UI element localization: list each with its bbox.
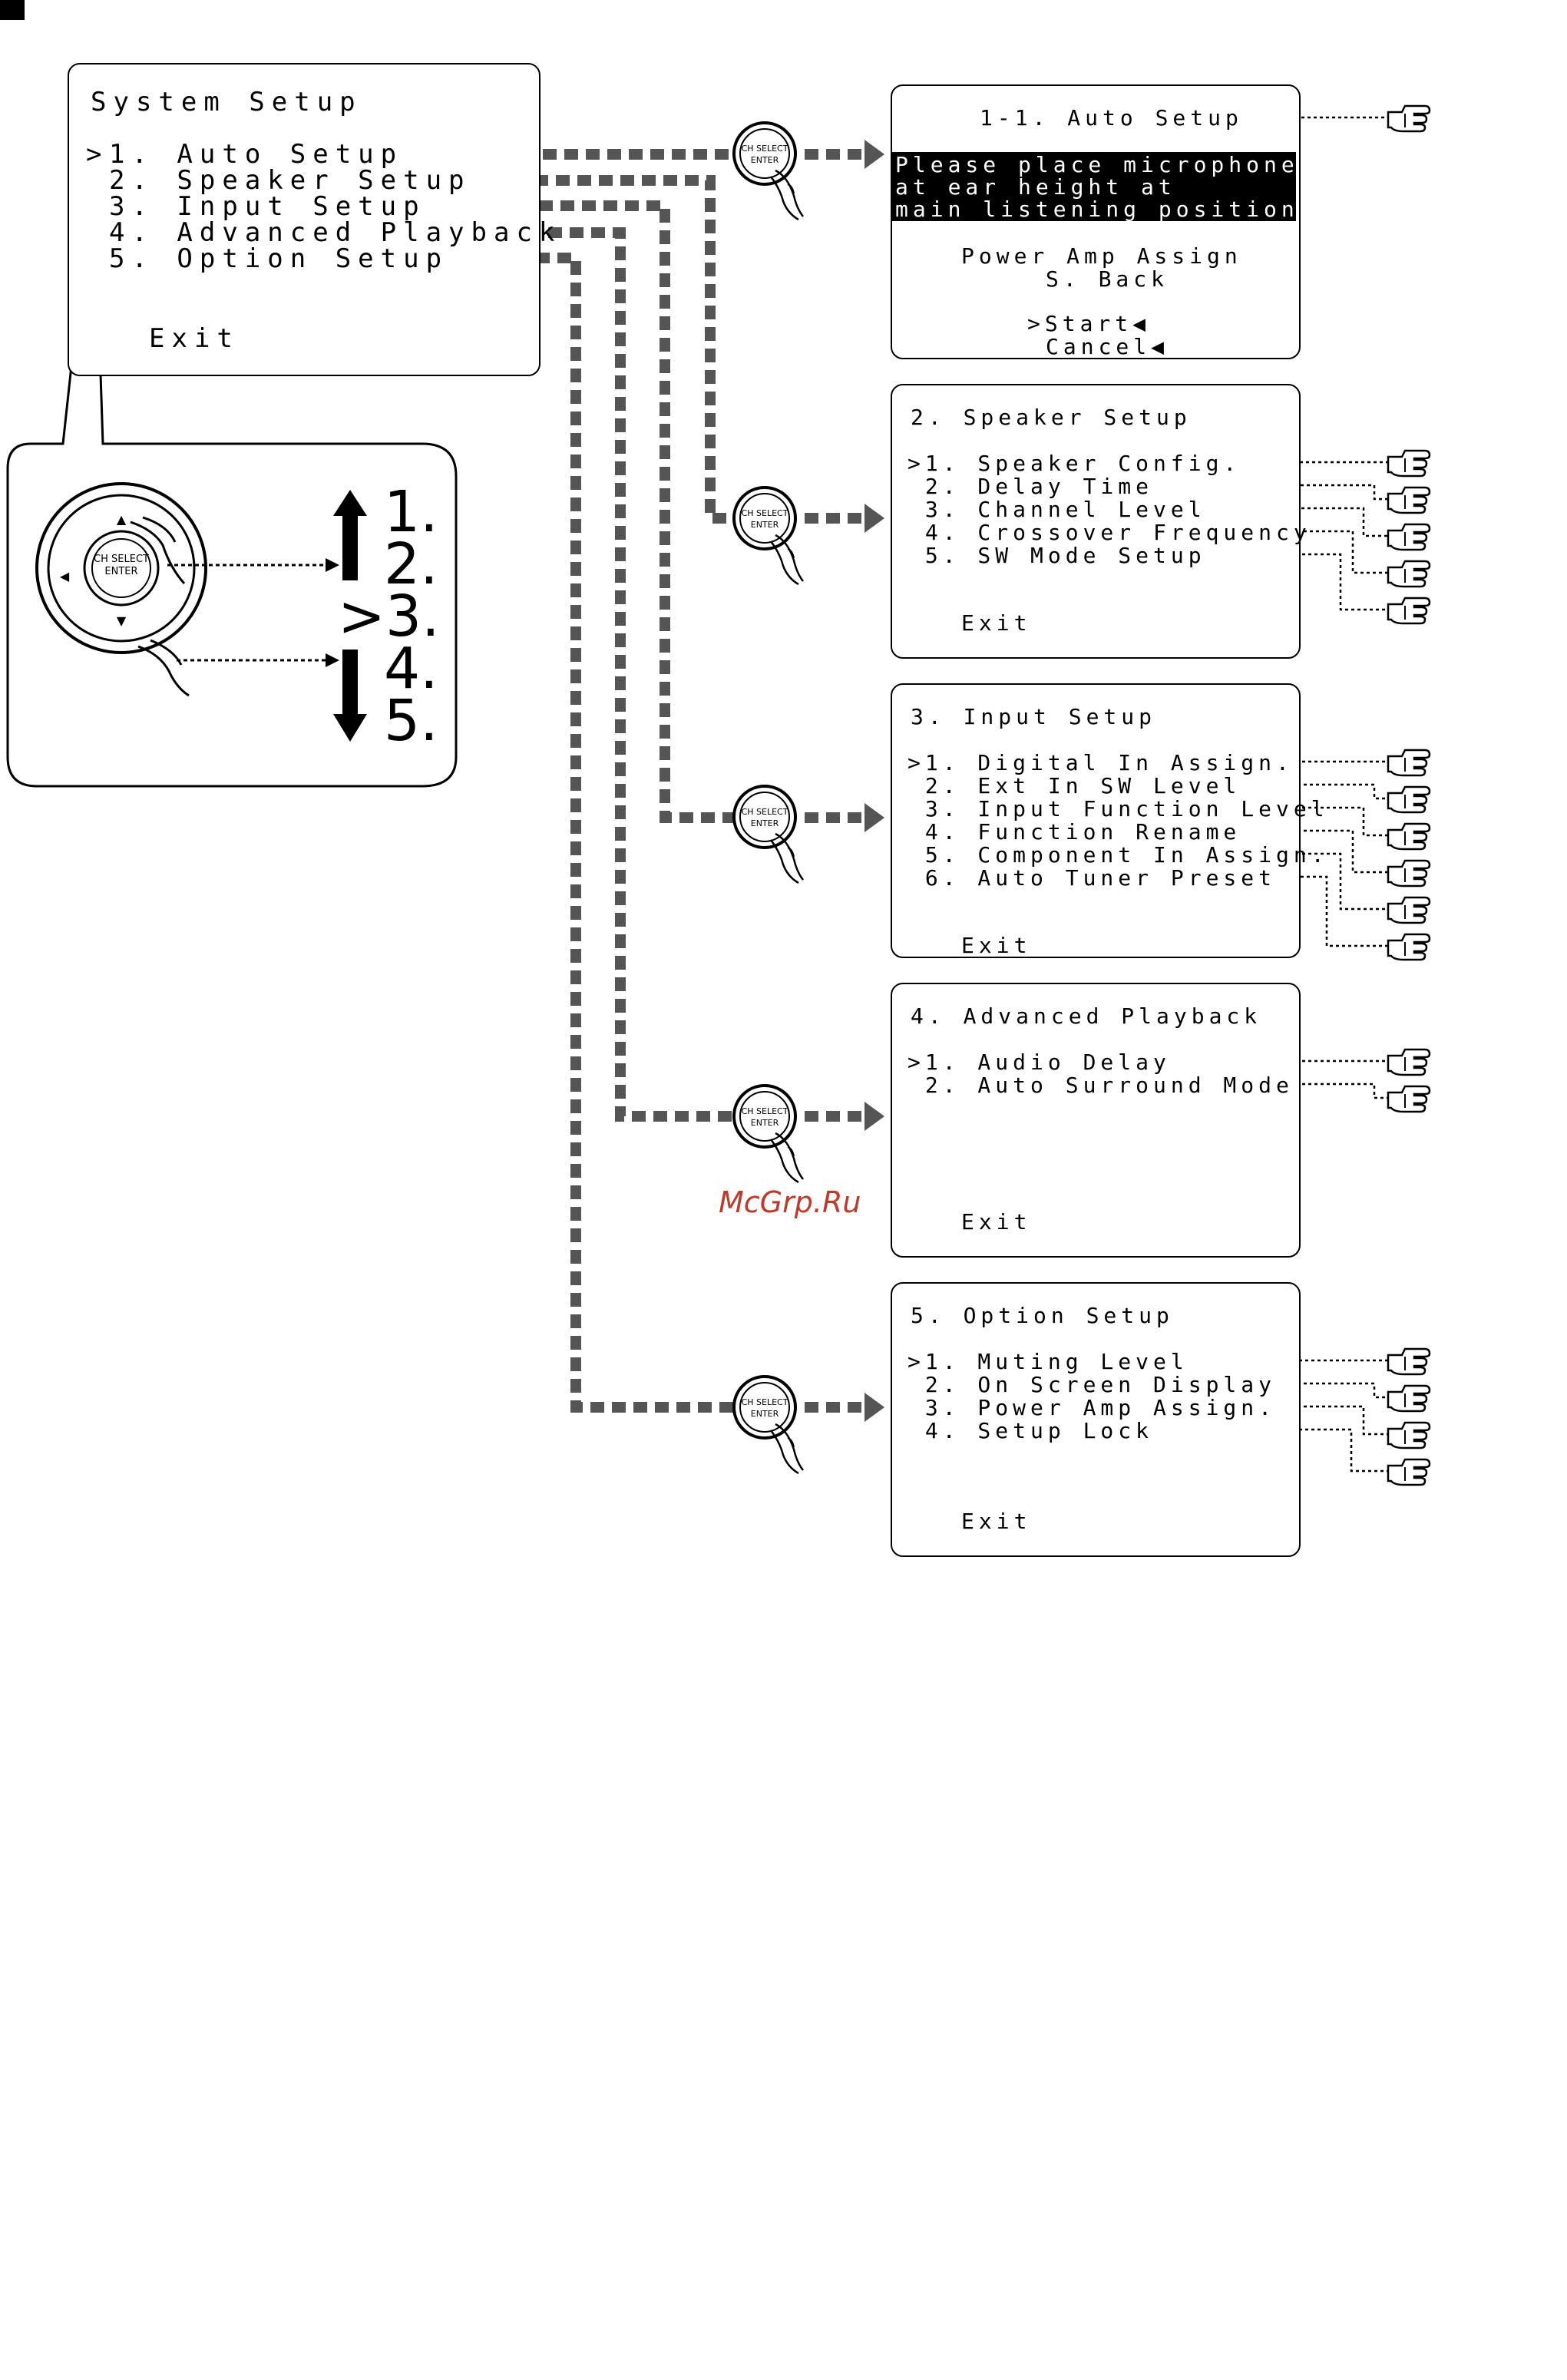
input-function-level-item[interactable]: 3. Input Function Level [907, 796, 1329, 821]
advanced-playback-exit[interactable]: Exit [961, 1209, 1032, 1235]
delay-time-item[interactable]: 2. Delay Time [907, 474, 1154, 499]
auto-setup-message-line-3: main listening position [895, 197, 1299, 222]
menu-item-input-setup[interactable]: 3. Input Setup [109, 191, 426, 222]
menu-item-speaker-setup[interactable]: 2. Speaker Setup [109, 165, 471, 196]
cursor-number-2: 2. [384, 531, 438, 597]
svg-text:▲: ▲ [117, 512, 127, 527]
muting-level-item[interactable]: >1. Muting Level [907, 1349, 1188, 1374]
setup-lock-item[interactable]: 4. Setup Lock [907, 1418, 1154, 1443]
speaker-setup-title: 2. Speaker Setup [911, 405, 1192, 430]
digital-in-assign-item[interactable]: >1. Digital In Assign. [907, 750, 1294, 775]
svg-text:◀: ◀ [60, 569, 70, 583]
down-arrow-icon [333, 650, 367, 742]
auto-surround-mode-item[interactable]: 2. Auto Surround Mode [907, 1073, 1294, 1098]
system-setup-panel [68, 63, 541, 376]
function-rename-item[interactable]: 4. Function Rename [907, 819, 1241, 845]
option-setup-panel [891, 1282, 1301, 1557]
input-setup-exit[interactable]: Exit [961, 933, 1032, 958]
menu-item-advanced-playback[interactable]: 4. Advanced Playback [109, 217, 562, 248]
power-amp-assign-item[interactable]: 3. Power Amp Assign. [907, 1395, 1277, 1420]
auto-setup-message-box [892, 152, 1296, 221]
option-setup-exit[interactable]: Exit [961, 1509, 1032, 1534]
auto-setup-message-line-2: at ear height at [895, 174, 1176, 200]
cancel-option[interactable]: Cancel◀ [1046, 334, 1169, 359]
enter-button-icon-5 [732, 1375, 805, 1475]
watermark: McGrp.Ru [719, 1185, 861, 1219]
channel-level-item[interactable]: 3. Channel Level [907, 497, 1206, 522]
speaker-config-item[interactable]: >1. Speaker Config. [907, 451, 1241, 476]
svg-text:CH SELECT: CH SELECT [94, 554, 149, 565]
svg-text:ENTER: ENTER [104, 566, 137, 577]
enter-button-icon-2 [732, 486, 805, 586]
speaker-setup-exit[interactable]: Exit [961, 610, 1032, 636]
input-setup-panel [891, 683, 1301, 958]
menu-item-auto-setup[interactable]: 1. Auto Setup [109, 139, 404, 170]
cursor-number-4: 4. [384, 636, 438, 702]
pointing-hand-icon [1387, 104, 1431, 1486]
option-setup-title: 5. Option Setup [911, 1303, 1174, 1328]
sw-mode-setup-item[interactable]: 5. SW Mode Setup [907, 543, 1206, 568]
cursor-number-3: >3. [338, 583, 440, 650]
input-setup-title: 3. Input Setup [911, 704, 1157, 729]
enter-button-icon-4 [732, 1084, 805, 1184]
component-in-assign-item[interactable]: 5. Component In Assign. [907, 842, 1329, 868]
auto-tuner-preset-item[interactable]: 6. Auto Tuner Preset [907, 865, 1277, 891]
corner-mark [0, 0, 25, 20]
enter-button-icon-1 [732, 121, 805, 221]
menu-item-option-setup[interactable]: 5. Option Setup [109, 243, 449, 274]
system-setup-exit[interactable]: Exit [149, 323, 240, 354]
system-setup-cursor: > [86, 139, 109, 170]
advanced-playback-title: 4. Advanced Playback [911, 1003, 1262, 1029]
up-arrow-icon [333, 490, 367, 580]
audio-delay-item[interactable]: >1. Audio Delay [907, 1050, 1171, 1075]
cursor-number-5: 5. [384, 688, 438, 754]
speaker-setup-panel [891, 384, 1301, 659]
crossover-frequency-item[interactable]: 4. Crossover Frequency [907, 520, 1311, 545]
start-option[interactable]: >Start◀ [1027, 311, 1151, 336]
svg-text:▼: ▼ [117, 613, 127, 628]
remote-dpad-icon: ENTER CH SELECT ▲ ▼ ◀ [35, 482, 207, 697]
s-back-option[interactable]: S. Back [1046, 266, 1169, 292]
on-screen-display-item[interactable]: 2. On Screen Display [907, 1372, 1277, 1397]
auto-setup-message-line-1: Please place microphone [895, 152, 1299, 177]
system-setup-title: System Setup [91, 87, 362, 117]
cursor-number-1: 1. [384, 479, 438, 545]
advanced-playback-panel [891, 983, 1301, 1258]
ext-in-sw-level-item[interactable]: 2. Ext In SW Level [907, 773, 1241, 798]
auto-setup-title: 1-1. Auto Setup [980, 105, 1243, 131]
power-amp-assign-option[interactable]: Power Amp Assign [961, 243, 1242, 269]
auto-setup-panel [891, 84, 1301, 359]
enter-button-icon-3 [732, 785, 805, 884]
